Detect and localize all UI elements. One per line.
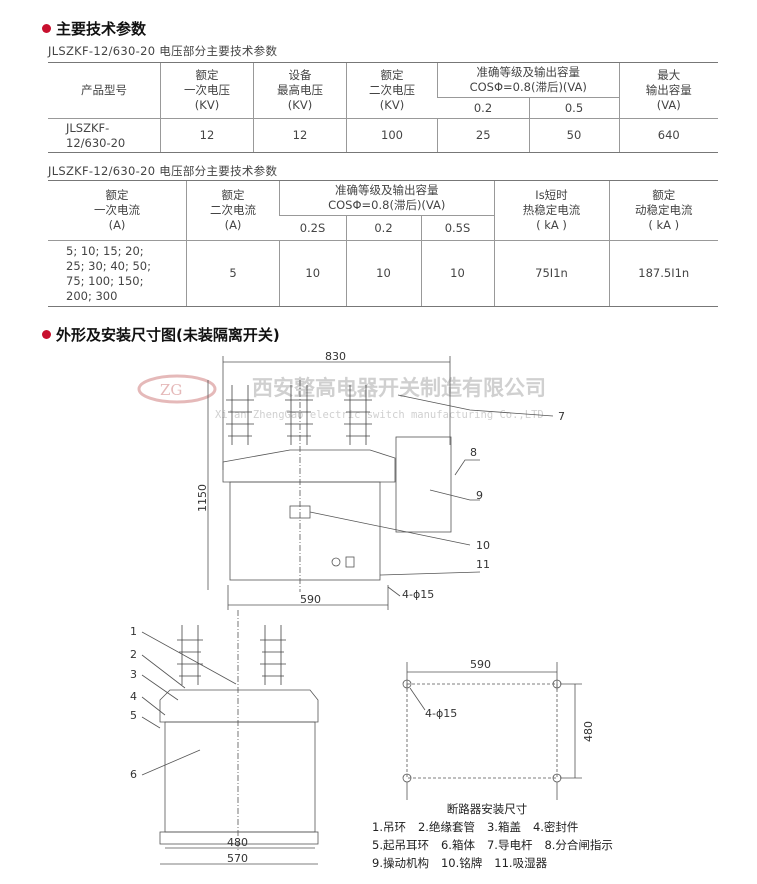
legend-item: 7.导电杆 (486, 838, 533, 852)
front-view: 830 1150 7 8 9 10 11 590 4-ϕ15 (196, 350, 565, 610)
legend-item: 2.绝缘套管 (417, 820, 475, 834)
cell-max-voltage: 12 (253, 118, 347, 153)
dim-mount-holes: 4-ϕ15 (425, 707, 457, 720)
dim-base-outer: 570 (227, 852, 248, 865)
header-class-0.5: 0.5 (528, 97, 619, 119)
cell-secondary-voltage: 100 (346, 118, 438, 153)
legend-item: 5.起吊耳环 (372, 838, 429, 852)
watermark: ZG 西安整高电器开关制造有限公司 Xi'an ZhengGao electri… (137, 374, 546, 421)
header-secondary-voltage: 额定二次电压(KV) (346, 62, 438, 119)
legend-item: 9.操动机构 (372, 856, 429, 870)
dim-width: 830 (325, 350, 346, 363)
mount-plan: 590 4-ϕ15 480 (402, 658, 595, 800)
callout-4: 4 (130, 690, 137, 703)
bullet-icon (42, 330, 51, 339)
dim-base: 590 (300, 593, 321, 606)
legend-item: 1.吊环 (372, 820, 406, 834)
header-model: 产品型号 (48, 62, 161, 119)
legend-item: 11.吸湿器 (494, 856, 548, 870)
legend-item: 10.铭牌 (440, 856, 483, 870)
callout-9: 9 (476, 489, 483, 502)
table-row: 5; 10; 15; 20;25; 30; 40; 50;75; 100; 15… (48, 240, 718, 307)
cell-model: JLSZKF-12/630-20 (48, 118, 161, 153)
legend-item: 6.箱体 (440, 838, 475, 852)
bullet-icon (42, 24, 51, 33)
table-row: JLSZKF-12/630-20 12 12 100 25 50 640 (48, 118, 718, 153)
section-title-text: 主要技术参数 (56, 20, 147, 38)
cell-class-0.2s: 10 (279, 240, 346, 307)
watermark-logo: ZG (160, 381, 182, 399)
header-primary-current: 额定一次电流(A) (48, 180, 187, 241)
dim-holes: 4-ϕ15 (402, 588, 434, 601)
watermark-company-en: Xi'an ZhengGao electric switch manufactu… (215, 409, 544, 421)
callout-6: 6 (130, 768, 137, 781)
legend-item: 4.密封件 (532, 820, 579, 834)
table1-subtitle: JLSZKF-12/630-20 电压部分主要技术参数 (48, 44, 278, 58)
cell-class-0.5s: 10 (420, 240, 494, 307)
section-title-dimensions: 外形及安装尺寸图(未装隔离开关) (42, 324, 280, 345)
voltage-spec-table: 产品型号 额定一次电压(KV) 设备最高电压(KV) 额定二次电压(KV) 准确… (48, 62, 718, 153)
header-class-0.2: 0.2 (437, 97, 529, 119)
header-primary-voltage: 额定一次电压(KV) (160, 62, 254, 119)
header-class-0.5s: 0.5S (420, 215, 494, 241)
cell-primary-current: 5; 10; 15; 20;25; 30; 40; 50;75; 100; 15… (48, 240, 187, 307)
callout-10: 10 (476, 539, 490, 552)
cell-class-0.5: 50 (528, 118, 619, 153)
parts-legend: 断路器安装尺寸 1.吊环 2.绝缘套管 3.箱盖 4.密封件 5.起吊耳环 6.箱体 7.… (372, 800, 625, 872)
dim-height: 1150 (196, 484, 209, 512)
callout-1: 1 (130, 625, 137, 638)
legend-caption: 断路器安装尺寸 (446, 802, 528, 816)
cell-primary-voltage: 12 (160, 118, 254, 153)
header-class-0.2: 0.2 (345, 215, 421, 241)
cell-class-0.2: 10 (345, 240, 421, 307)
legend-item: 8.分合闸指示 (544, 838, 613, 852)
legend-item: 3.箱盖 (486, 820, 521, 834)
table2-subtitle: JLSZKF-12/630-20 电压部分主要技术参数 (48, 164, 278, 178)
header-max-output: 最大输出容量(VA) (618, 62, 718, 119)
callout-7: 7 (558, 410, 565, 423)
callout-8: 8 (470, 446, 477, 459)
cell-class-0.2: 25 (437, 118, 529, 153)
cell-max-output: 640 (618, 118, 718, 153)
callout-11: 11 (476, 558, 490, 571)
side-view: 1 2 3 4 5 6 480 570 (130, 610, 319, 865)
callout-2: 2 (130, 648, 137, 661)
watermark-company-cn: 西安整高电器开关制造有限公司 (252, 376, 546, 400)
cell-dynamic-current: 187.5I1n (608, 240, 718, 307)
header-secondary-current: 额定二次电流(A) (186, 180, 280, 241)
cell-thermal-current: 75I1n (493, 240, 609, 307)
header-max-voltage: 设备最高电压(KV) (253, 62, 347, 119)
cell-secondary-current: 5 (186, 240, 280, 307)
section-title-text: 外形及安装尺寸图(未装隔离开关) (56, 326, 280, 344)
header-class-0.2s: 0.2S (279, 215, 346, 241)
dim-base-inner: 480 (227, 836, 248, 849)
dim-mount-depth: 480 (582, 721, 595, 742)
header-thermal-current: Is短时热稳定电流( kA ) (493, 180, 609, 241)
header-dynamic-current: 额定动稳定电流( kA ) (608, 180, 718, 241)
callout-3: 3 (130, 668, 137, 681)
section-title-specs: 主要技术参数 (42, 18, 146, 39)
callout-5: 5 (130, 709, 137, 722)
dim-mount-width: 590 (470, 658, 491, 671)
